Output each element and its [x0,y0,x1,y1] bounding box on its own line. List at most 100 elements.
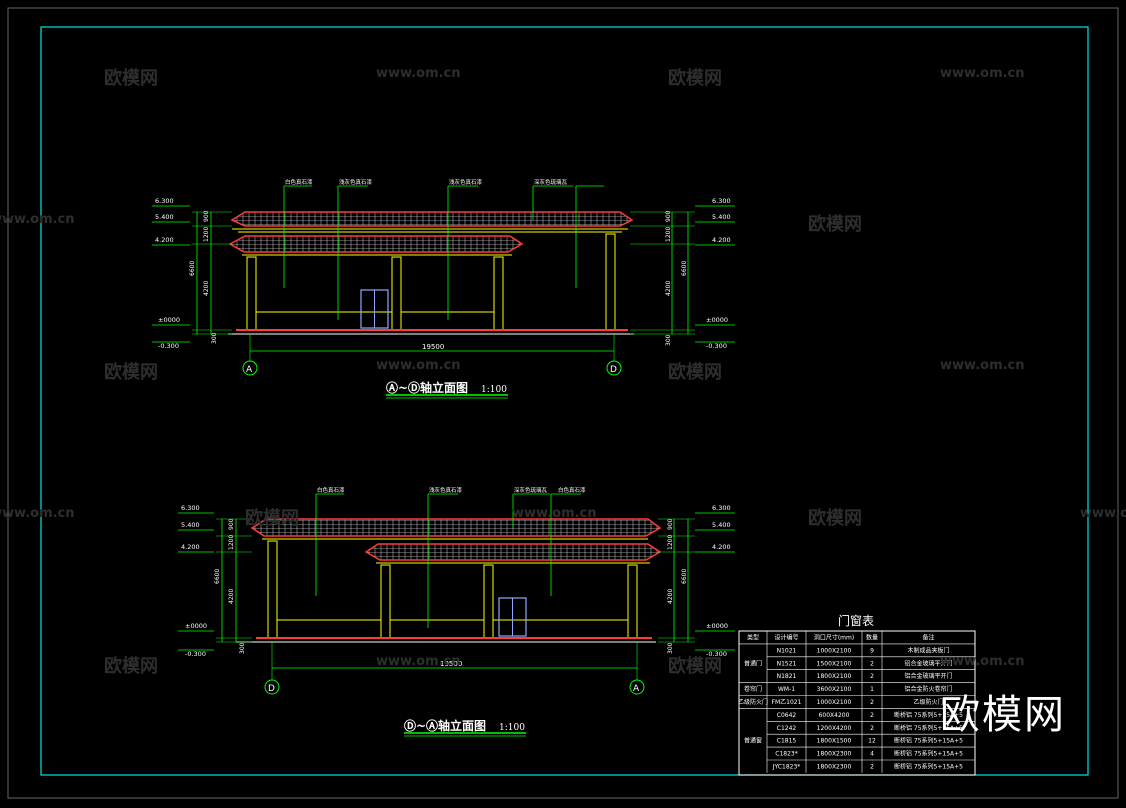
table-cell: 铝合金防火卷帘门 [904,685,952,693]
table-cell: N1521 [777,660,797,667]
table-cell: 3600X2100 [817,686,852,693]
svg-text:1200: 1200 [228,535,235,550]
table-header: 类型 [747,633,759,641]
svg-text:4200: 4200 [667,589,674,604]
svg-text:±0000: ±0000 [706,316,728,324]
roof-upper-bottom [250,518,662,537]
svg-text:5.400: 5.400 [712,213,731,221]
svg-text:4.200: 4.200 [712,236,731,244]
table-cell: 2 [870,673,874,680]
svg-text:19500: 19500 [440,660,462,668]
elevation-top: 白色真石漆 浅灰色真石漆 浅灰色真石漆 深灰色琉璃瓦 900 1200 4200… [152,178,735,399]
scale-bottom: 1:100 [499,723,525,733]
table-cell: 断桥铝 75系列5+15A+5 [894,762,963,770]
svg-text:白色真石漆: 白色真石漆 [558,486,586,494]
table-cell: N1821 [777,673,797,680]
svg-text:-0.300: -0.300 [706,650,727,658]
table-cell: 2 [870,712,874,719]
table-header: 设计编号 [774,633,798,641]
table-cell: 1800X2300 [817,763,852,770]
svg-text:5.400: 5.400 [155,213,174,221]
scale-top: 1:100 [481,385,507,395]
table-cell: 铝合金玻璃平开门 [904,659,952,667]
table-header: 备注 [922,633,934,641]
table-cell: 断桥铝 75系列5+15A+5 [894,737,963,745]
elevation-bottom: 白色真石漆 浅灰色真石漆 深灰色琉璃瓦 白色真石漆 900 1200 4200 … [178,486,735,737]
roof-lower-bottom [364,543,662,561]
axis-left-bottom: D [268,684,275,694]
table-cell: 乙级防火门 [913,698,943,706]
table-cell: 1800X2300 [817,751,852,758]
table-cell: 1000X2100 [817,699,852,706]
callout-3: 浅灰色真石漆 [449,178,483,186]
svg-text:5.400: 5.400 [181,521,200,529]
table-cell: 断桥铝 75系列5+15A+5 [894,750,963,758]
table-cell: WM-1 [778,686,795,693]
brand-logo: 欧模网 [940,692,1066,738]
table-cell: 2 [870,763,874,770]
svg-text:5.400: 5.400 [712,521,731,529]
table-cell: 断桥铝 75系列5+15A+5 [894,724,963,732]
svg-text:6.300: 6.300 [712,504,731,512]
svg-text:6600: 6600 [189,261,196,276]
svg-text:4200: 4200 [228,589,235,604]
table-cell: 乙级防火门 [738,698,768,706]
svg-text:4.200: 4.200 [181,543,200,551]
svg-text:900: 900 [228,518,235,530]
table-cell: N1021 [777,647,797,654]
table-cell: C1242 [777,725,797,732]
table-header: 洞口尺寸(mm) [814,633,854,641]
axis-right-bottom: A [633,684,640,694]
svg-text:1200: 1200 [665,227,672,242]
table-cell: JYC1823* [772,763,801,770]
svg-text:白色真石漆: 白色真石漆 [317,486,345,494]
svg-text:6600: 6600 [681,261,688,276]
svg-text:6600: 6600 [214,569,221,584]
table-cell: C1815 [777,738,797,745]
svg-text:4.200: 4.200 [712,543,731,551]
svg-text:300: 300 [211,332,218,344]
table-cell: 2 [870,725,874,732]
table-cell: 1200X4200 [817,725,852,732]
svg-text:±0000: ±0000 [706,622,728,630]
table-cell: 卷帘门 [744,685,762,693]
axis-right-top: D [610,365,617,375]
roof-lower-top [228,235,524,253]
svg-text:6600: 6600 [681,569,688,584]
drawing-frame [40,26,1089,776]
svg-text:1200: 1200 [203,227,210,242]
table-cell: 600X4200 [819,712,850,719]
table-cell: C0642 [777,712,797,719]
table-cell: 1800X2100 [817,673,852,680]
table-title: 门窗表 [838,613,874,628]
table-cell: 1500X2100 [817,660,852,667]
callout-2: 浅灰色真石漆 [339,178,373,186]
svg-text:300: 300 [667,642,674,654]
callout-4: 深灰色琉璃瓦 [534,178,568,186]
svg-text:300: 300 [665,334,672,346]
table-cell: 断桥铝 75系列5+15A+5 [894,711,963,719]
table-cell: 1000X2100 [817,647,852,654]
table-cell: FM乙1021 [772,699,802,706]
svg-text:-0.300: -0.300 [185,650,206,658]
table-cell: 铝合金玻璃平开门 [904,672,952,680]
table-cell: 2 [870,699,874,706]
table-cell: 1800X1500 [817,738,852,745]
callout-1: 白色真石漆 [285,178,313,186]
axis-left-top: A [246,365,253,375]
svg-text:-0.300: -0.300 [158,342,179,350]
svg-text:-0.300: -0.300 [706,342,727,350]
svg-text:6.300: 6.300 [155,197,174,205]
svg-text:900: 900 [203,210,210,222]
title-bottom: Ⓓ~Ⓐ轴立面图 [404,718,486,733]
svg-text:900: 900 [667,518,674,530]
svg-text:4200: 4200 [203,281,210,296]
table-cell: 12 [868,738,876,745]
svg-text:±0000: ±0000 [158,316,180,324]
svg-text:4.200: 4.200 [155,236,174,244]
svg-text:4200: 4200 [665,281,672,296]
svg-text:1200: 1200 [667,535,674,550]
title-top: Ⓐ~Ⓓ轴立面图 [386,380,468,395]
